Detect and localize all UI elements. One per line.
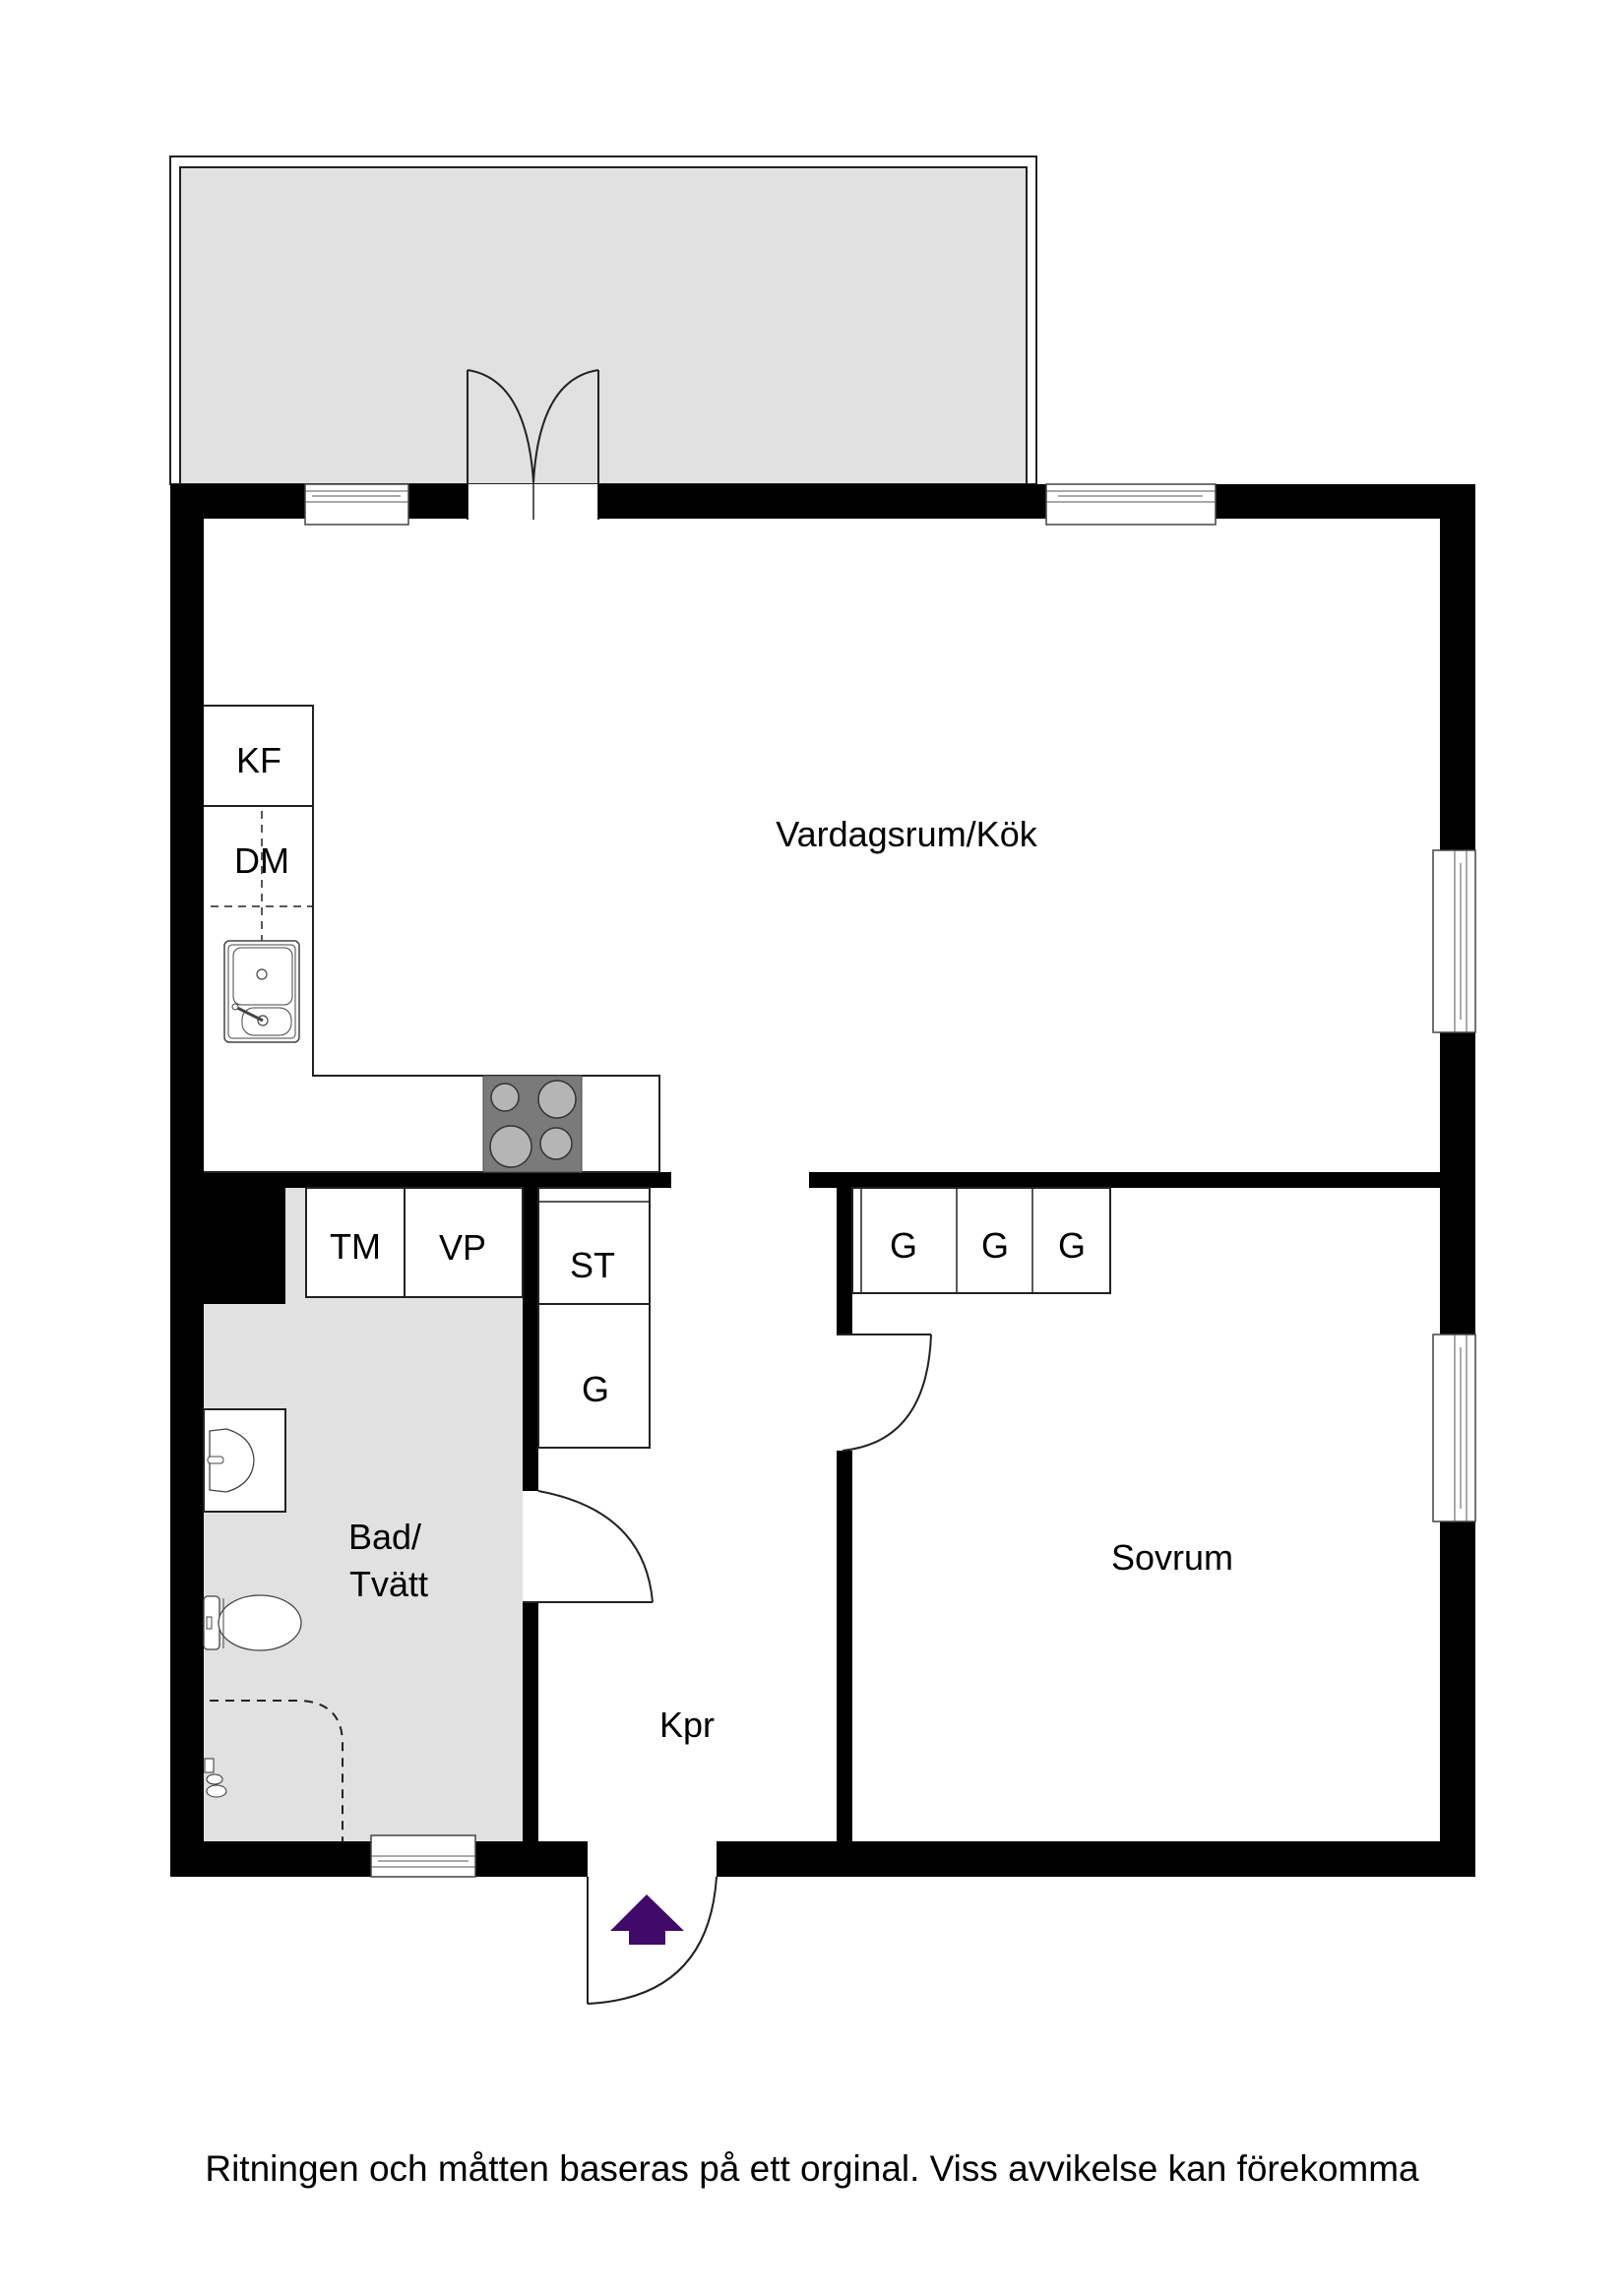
bathroom-door[interactable] (523, 1490, 654, 1603)
wardrobe-2-label: G (981, 1225, 1009, 1266)
balcony-double-door[interactable] (467, 369, 599, 520)
fridge-freezer: KF (236, 740, 281, 780)
balcony (169, 155, 1037, 485)
window-living-right (1432, 849, 1476, 1033)
storage-cabinet-label: ST (570, 1245, 615, 1285)
dishwasher-label: DM (234, 840, 289, 881)
room-label-hall: Kpr (659, 1705, 715, 1745)
dishwasher: DM (234, 840, 289, 881)
window-bedroom-right (1432, 1334, 1476, 1522)
shower-faucet-icon (204, 1758, 227, 1798)
dryer: TM (305, 1187, 406, 1298)
bedroom-door[interactable] (837, 1334, 932, 1452)
dryer-label: TM (330, 1226, 381, 1267)
room-label-bath-line2: Tvätt (349, 1564, 428, 1604)
fridge-freezer-label: KF (236, 740, 281, 780)
stove-icon (482, 1075, 583, 1173)
water-heater-label: VP (439, 1227, 486, 1268)
interior-walls (204, 1172, 1440, 1841)
window-living-top-right (1045, 483, 1217, 526)
disclaimer-text: Ritningen och måtten baseras på ett orgi… (205, 2148, 1419, 2189)
wardrobe-1-label: G (890, 1225, 917, 1266)
bedroom-wardrobes: G G G (851, 1187, 1111, 1294)
room-label-bath-line1: Bad/ (348, 1517, 421, 1557)
toilet-icon (203, 1594, 302, 1651)
hall-wardrobe-label: G (582, 1369, 609, 1409)
window-bathroom (370, 1834, 476, 1878)
window-living-top-left (304, 483, 409, 526)
kitchen-sink-icon (223, 940, 300, 1043)
water-heater: VP (404, 1187, 524, 1298)
entrance-door[interactable] (587, 1876, 718, 2005)
storage-cabinet: ST (537, 1187, 651, 1305)
hall-wardrobe: G (537, 1303, 651, 1449)
entrance-arrow-icon (610, 1894, 684, 1945)
room-label-bedroom: Sovrum (1111, 1537, 1233, 1578)
wardrobe-3-label: G (1058, 1225, 1086, 1266)
room-label-living-kitchen: Vardagsrum/Kök (776, 814, 1037, 854)
bathroom-sink-icon (203, 1408, 286, 1513)
